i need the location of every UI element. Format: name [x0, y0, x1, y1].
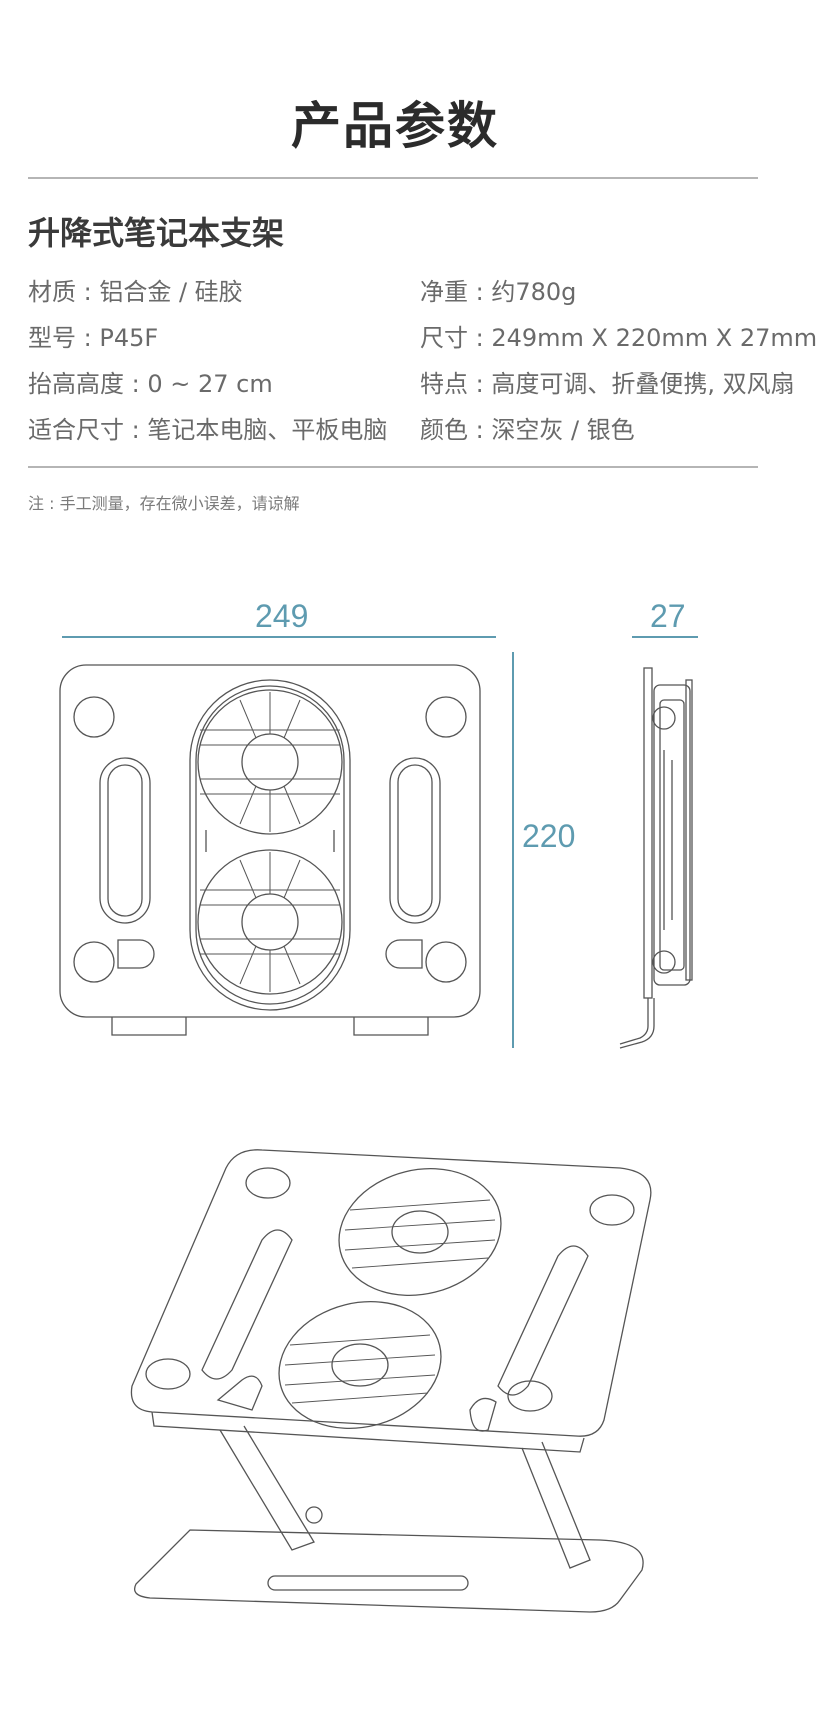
height-dimension-label: 220: [522, 818, 576, 854]
spec-weight: 净重 : 约780g: [420, 278, 577, 306]
spec-features: 特点 : 高度可调、折叠便携, 双风扇: [420, 370, 795, 398]
spec-fit-size: 适合尺寸 : 笔记本电脑、平板电脑: [28, 416, 388, 444]
spec-material: 材质 : 铝合金 / 硅胶: [28, 278, 243, 306]
spec-color: 颜色 : 深空灰 / 银色: [420, 416, 635, 444]
spec-model: 型号 : P45F: [28, 324, 159, 352]
spec-size: 尺寸 : 249mm X 220mm X 27mm: [420, 324, 817, 352]
bottom-divider: [28, 466, 758, 468]
front-view-drawing: [59, 664, 481, 1036]
top-divider: [28, 177, 758, 179]
side-view-drawing: [619, 667, 693, 1049]
measurement-note: 注 : 手工测量，存在微小误差，请谅解: [28, 494, 300, 513]
page-title: 产品参数: [291, 97, 499, 155]
depth-dimension-label: 27: [650, 598, 686, 634]
perspective-view-drawing: [130, 1149, 652, 1613]
dimension-lines: [62, 636, 698, 1048]
spec-lift-height: 抬高高度 : 0 ~ 27 cm: [28, 370, 273, 398]
width-dimension-label: 249: [255, 598, 309, 634]
product-name: 升降式笔记本支架: [28, 214, 285, 252]
